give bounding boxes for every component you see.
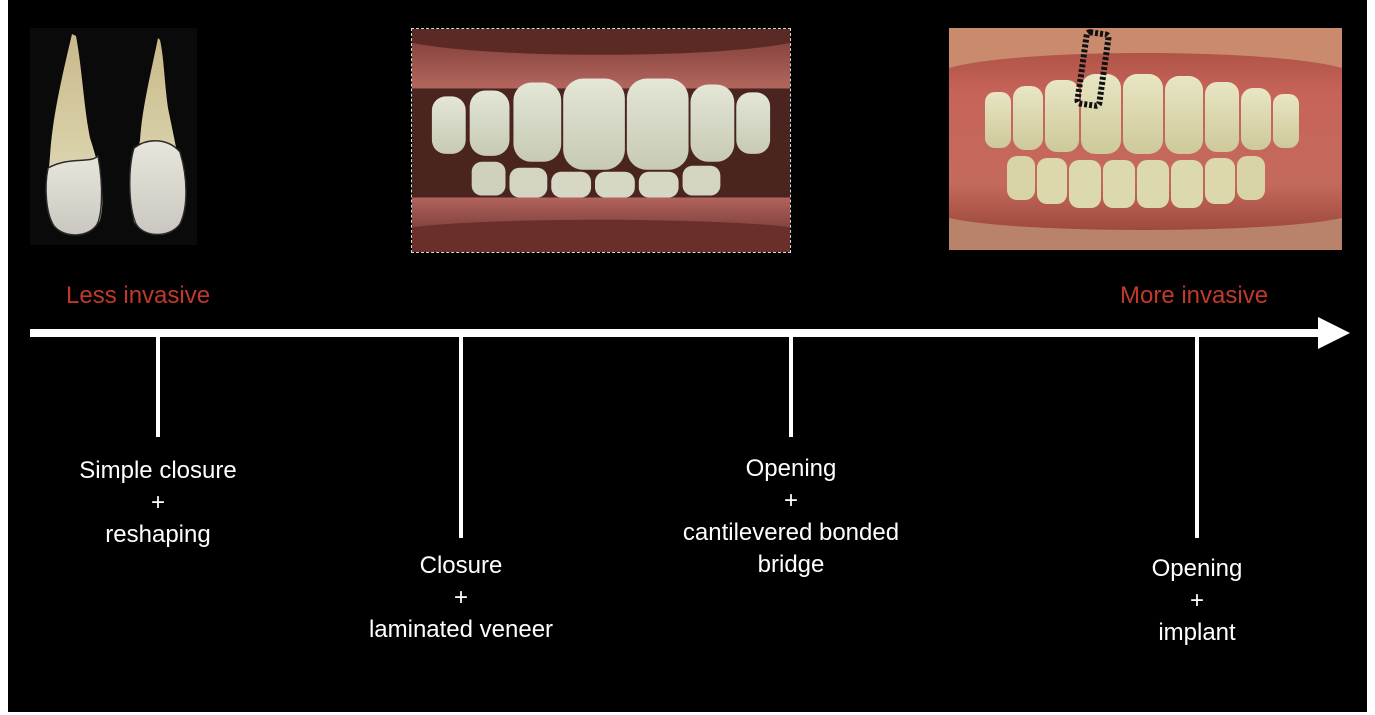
option-line: + (1017, 585, 1367, 617)
option-line: Opening (611, 453, 971, 485)
veneer-smile-photo (411, 28, 791, 253)
option-line: + (8, 487, 338, 519)
option-line: cantilevered bonded (611, 517, 971, 549)
tick-closure-veneer (459, 337, 463, 538)
option-line: Opening (1017, 553, 1367, 585)
less-invasive-label: Less invasive (66, 282, 210, 310)
tick-opening-implant (1195, 337, 1199, 538)
option-line: Simple closure (8, 455, 338, 487)
option-line: bridge (611, 549, 971, 581)
option-opening-implant: Opening + implant (1017, 553, 1367, 649)
axis-line (30, 329, 1326, 337)
option-line: Closure (281, 550, 641, 582)
treatment-options-diagram: Less invasive More invasive Simple closu… (8, 0, 1367, 712)
tick-simple-closure (156, 337, 160, 437)
option-closure-veneer: Closure + laminated veneer (281, 550, 641, 646)
option-opening-bridge: Opening + cantilevered bonded bridge (611, 453, 971, 581)
tick-opening-bridge (789, 337, 793, 437)
axis-arrowhead (1318, 317, 1350, 349)
more-invasive-label: More invasive (1120, 282, 1268, 310)
option-line: implant (1017, 617, 1367, 649)
option-line: reshaping (8, 519, 338, 551)
option-simple-closure: Simple closure + reshaping (8, 455, 338, 551)
extracted-incisors-photo (30, 28, 197, 245)
option-line: laminated veneer (281, 614, 641, 646)
option-line: + (281, 582, 641, 614)
option-line: + (611, 485, 971, 517)
implant-smile-photo (949, 28, 1342, 250)
